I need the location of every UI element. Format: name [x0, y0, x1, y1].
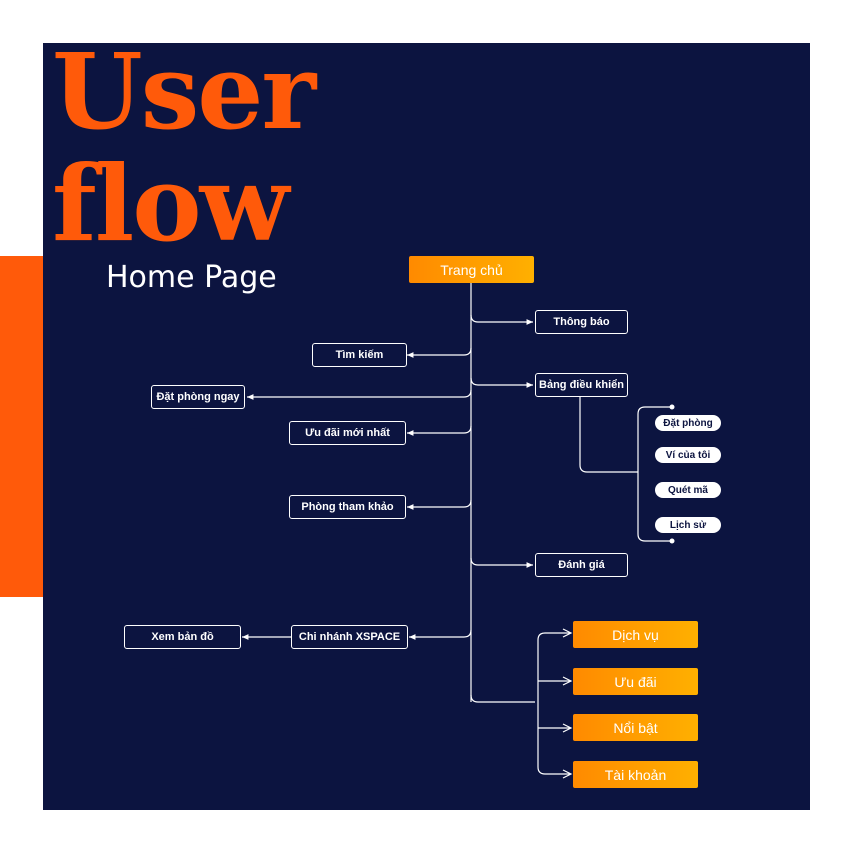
node-dat-phong-ngay: Đặt phòng ngay — [151, 385, 245, 409]
node-uu-dai: Ưu đãi — [573, 668, 698, 695]
node-uu-dai-moi-nhat: Ưu đãi mới nhất — [289, 421, 406, 445]
node-trang-chu: Trang chủ — [409, 256, 534, 283]
node-bang-dieu-khien: Bảng điều khiển — [535, 373, 628, 397]
node-sub-dat-phong: Đặt phòng — [655, 415, 721, 431]
node-thong-bao: Thông báo — [535, 310, 628, 334]
node-dich-vu: Dịch vụ — [573, 621, 698, 648]
node-sub-quet-ma: Quét mã — [655, 482, 721, 498]
node-phong-tham-khao: Phòng tham khảo — [289, 495, 406, 519]
title-line-1: User — [52, 30, 316, 153]
node-tim-kiem: Tìm kiếm — [312, 343, 407, 367]
node-tai-khoan: Tài khoản — [573, 761, 698, 788]
node-noi-bat: Nổi bật — [573, 714, 698, 741]
orange-accent-bar — [0, 256, 43, 597]
subtitle: Home Page — [106, 260, 277, 295]
node-xem-ban-do: Xem bản đồ — [124, 625, 241, 649]
node-danh-gia: Đánh giá — [535, 553, 628, 577]
node-sub-lich-su: Lịch sử — [655, 517, 721, 533]
node-sub-vi-cua-toi: Ví của tôi — [655, 447, 721, 463]
title-line-2: flow — [52, 142, 289, 265]
node-chi-nhanh-xspace: Chi nhánh XSPACE — [291, 625, 408, 649]
